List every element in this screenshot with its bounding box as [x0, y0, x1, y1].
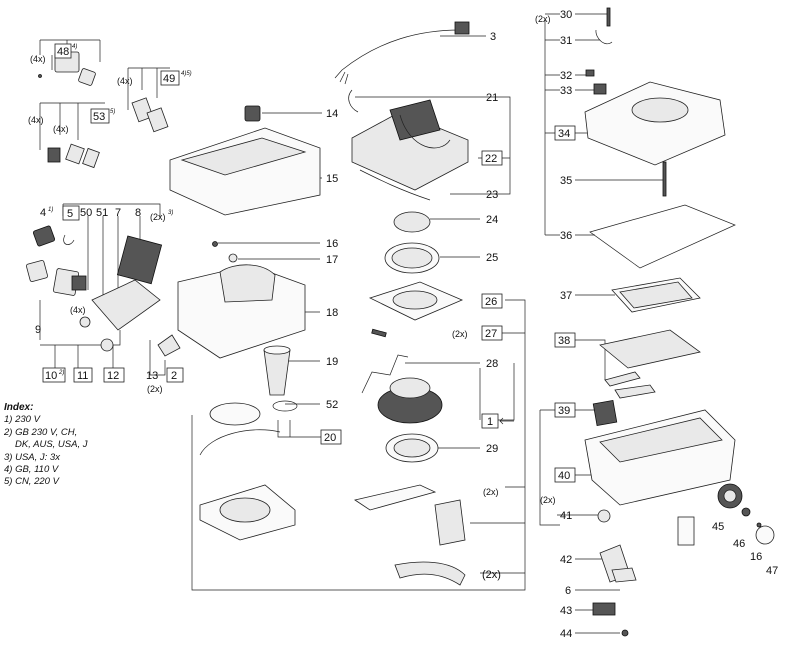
- plug-illustration: [454, 21, 470, 35]
- index-line: 1) 230 V: [4, 414, 40, 426]
- filter-bag-illustration: [263, 349, 291, 396]
- callout-47: 47: [766, 565, 778, 577]
- qty-note: (4x): [53, 124, 69, 134]
- callout-30: 30: [560, 9, 572, 21]
- index-line: 2) GB 230 V, CH,: [4, 426, 78, 438]
- quantity-notes: (4x) (4x) (4x) (4x) (4x) (2x) (2x) (2x) …: [28, 14, 556, 581]
- qty-note: (2x): [483, 487, 499, 497]
- callout-51: 51: [96, 207, 108, 219]
- callout-50: 50: [80, 207, 92, 219]
- callout-38: 38: [558, 335, 570, 347]
- callout-5: 5: [67, 208, 73, 220]
- qty-note: (2x): [535, 14, 551, 24]
- container-illustration: [584, 409, 736, 506]
- callout-3: 3: [490, 31, 496, 43]
- callout-39: 39: [558, 405, 570, 417]
- footnote-marker: 3): [168, 210, 173, 216]
- callout-21: 21: [486, 92, 498, 104]
- callout-15: 15: [326, 173, 338, 185]
- qty-note: (4x): [28, 115, 44, 125]
- footnote-marker: 2): [58, 370, 64, 376]
- callout-45: 45: [712, 521, 724, 533]
- callout-41: 41: [560, 510, 572, 522]
- callout-33: 33: [560, 85, 572, 97]
- callout-8: 8: [135, 207, 141, 219]
- callout-24: 24: [486, 214, 498, 226]
- callout-2: 2: [171, 370, 177, 382]
- part-illustrations: [26, 7, 775, 637]
- control-panel-illustration: [91, 279, 161, 331]
- index-line: DK, AUS, USA, J: [15, 439, 88, 451]
- callout-10: 10: [45, 370, 57, 382]
- qty-note: (4x): [117, 76, 133, 86]
- footnote-marker: 4)5): [181, 71, 192, 77]
- callout-13: 13: [146, 370, 158, 382]
- callout-17: 17: [326, 254, 338, 266]
- callout-37: 37: [560, 290, 572, 302]
- callout-7: 7: [115, 207, 121, 219]
- qty-note: (2x): [150, 212, 166, 222]
- callout-28: 28: [486, 358, 498, 370]
- callout-49: 49: [163, 73, 175, 85]
- callout-14: 14: [326, 108, 338, 120]
- callout-12: 12: [107, 370, 119, 382]
- latch-illustration: [244, 105, 261, 122]
- callout-34: 34: [558, 128, 570, 140]
- index-line: 3) USA, J: 3x: [4, 451, 60, 463]
- callout-9: 9: [35, 324, 41, 336]
- callout-46: 46: [733, 538, 745, 550]
- filter-housing-illustration: [584, 81, 726, 166]
- callout-40: 40: [558, 470, 570, 482]
- qty-note: (2x): [482, 569, 501, 581]
- callout-20: 20: [324, 432, 336, 444]
- leader-lines: [39, 13, 665, 634]
- callout-43: 43: [560, 605, 572, 617]
- callout-boxes: [42, 43, 576, 483]
- index-title: Index:: [4, 402, 34, 413]
- callout-42: 42: [560, 554, 572, 566]
- callout-31: 31: [560, 35, 572, 47]
- upper-hood-illustration: [169, 127, 321, 216]
- callout-1: 1: [487, 416, 493, 428]
- callout-35: 35: [560, 175, 572, 187]
- footnote-marker: 1): [48, 207, 53, 213]
- qty-note: (4x): [70, 305, 86, 315]
- callout-53: 53: [93, 111, 105, 123]
- callout-18: 18: [326, 307, 338, 319]
- callout-23: 23: [486, 189, 498, 201]
- index-line: 4) GB, 110 V: [4, 464, 59, 476]
- callout-labels: 48 49 53 4 5 50 51 7 8 9 10 11 12 13 2 1…: [35, 9, 778, 640]
- callout-22: 22: [485, 153, 497, 165]
- callout-16: 16: [326, 238, 338, 250]
- callout-52: 52: [326, 399, 338, 411]
- callout-44: 44: [560, 628, 572, 640]
- callout-32: 32: [560, 70, 572, 82]
- footnote-marker: 4): [72, 44, 77, 50]
- arrow-icon: [499, 417, 514, 425]
- footnote-marker: 5): [110, 109, 115, 115]
- callout-36: 36: [560, 230, 572, 242]
- callout-11: 11: [77, 370, 88, 382]
- callout-16-right: 16: [750, 551, 762, 563]
- callout-4: 4: [40, 207, 46, 219]
- footnote-markers: 4) 4)5) 5) 1) 3) 2): [48, 44, 192, 376]
- callout-6: 6: [565, 585, 571, 597]
- callout-19: 19: [326, 356, 338, 368]
- callout-29: 29: [486, 443, 498, 455]
- qty-note: (2x): [452, 329, 468, 339]
- power-cord-illustration: [334, 29, 461, 85]
- qty-note: (4x): [30, 54, 46, 64]
- callout-27: 27: [485, 328, 497, 340]
- index-line: 5) CN, 220 V: [4, 476, 59, 488]
- hook-illustration: [348, 89, 359, 113]
- callout-48: 48: [57, 46, 69, 58]
- qty-note: (2x): [540, 495, 556, 505]
- index-legend: Index: 1) 230 V 2) GB 230 V, CH, DK, AUS…: [4, 402, 154, 489]
- qty-note: (2x): [147, 384, 163, 394]
- callout-26: 26: [485, 296, 497, 308]
- callout-25: 25: [486, 252, 498, 264]
